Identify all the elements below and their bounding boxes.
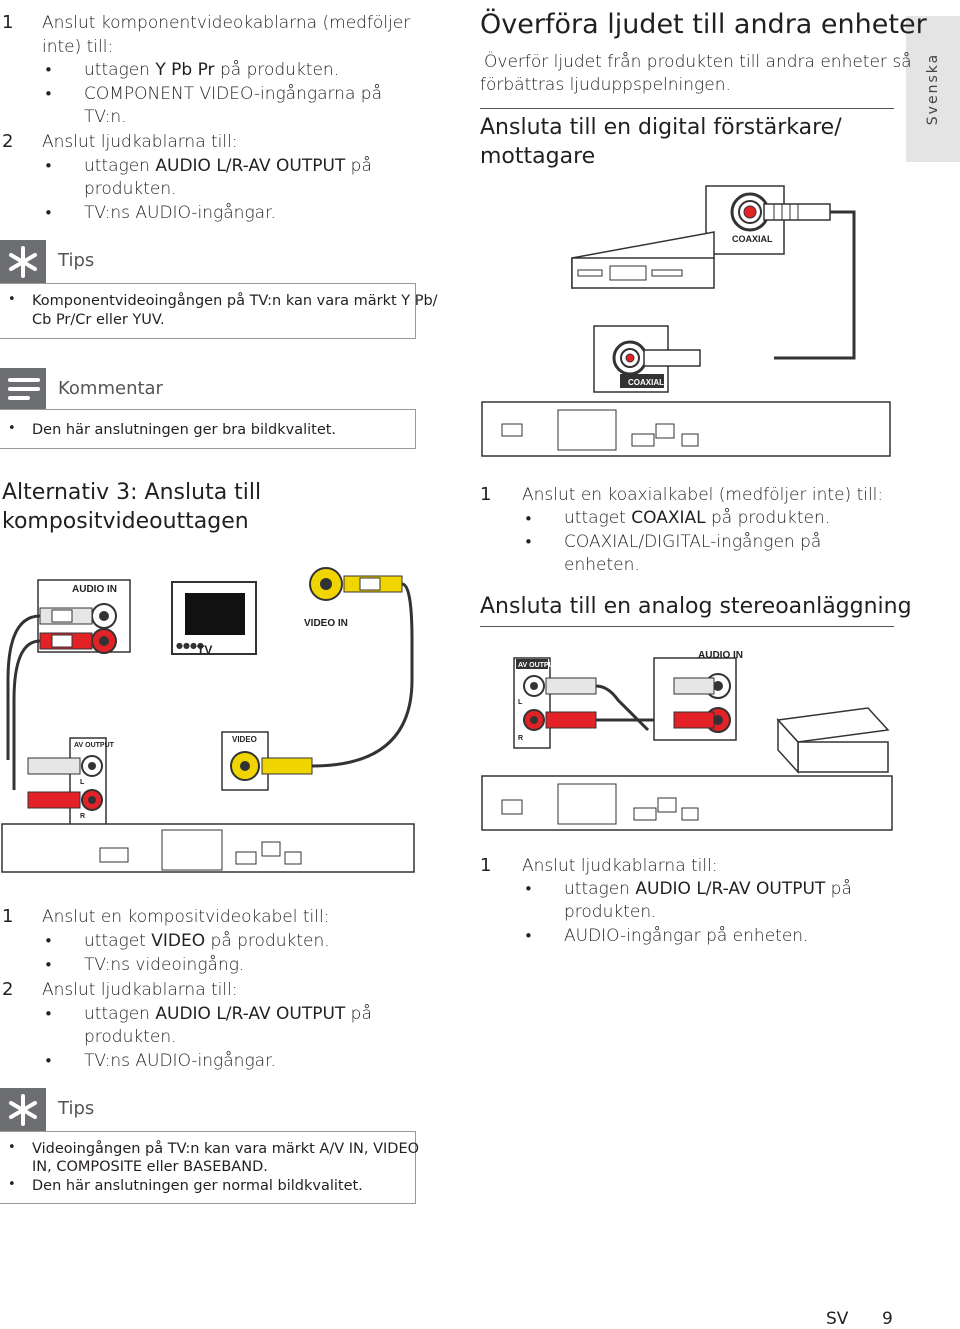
svg-text:L: L	[80, 779, 85, 786]
bullet-text: TV:ns AUDIO-ingångar.	[84, 203, 276, 223]
bullet-text-cont: produkten.	[84, 179, 177, 199]
page-number: 9	[882, 1309, 893, 1329]
bullet-text: uttaget COAXIAL på produkten.	[564, 508, 831, 528]
bullet: •	[44, 932, 53, 950]
language-tab-label: Svenska	[925, 52, 941, 126]
svg-text:AV OUTPUT: AV OUTPUT	[74, 742, 115, 749]
tips-line: IN, COMPOSITE eller BASEBAND.	[32, 1159, 268, 1175]
tips-icon	[0, 1088, 46, 1132]
section-heading-cont: kompositvideouttagen	[2, 509, 249, 534]
bullet: •	[44, 204, 53, 222]
step-text-cont: inte) till:	[42, 37, 114, 57]
note-icon	[0, 368, 46, 410]
bullet: •	[524, 880, 533, 898]
tv-label: TV	[197, 643, 212, 657]
step-number: 1	[480, 484, 492, 505]
bullet-text: uttaget VIDEO på produkten.	[84, 931, 330, 951]
svg-text:COAXIAL: COAXIAL	[628, 378, 664, 387]
svg-text:AV OUTPUT: AV OUTPUT	[518, 662, 559, 669]
subheading: Ansluta till en analog stereoanläggning	[480, 594, 912, 619]
svg-text:AUDIO IN: AUDIO IN	[698, 650, 743, 661]
step-number: 2	[2, 979, 14, 1000]
bullet: •	[44, 956, 53, 974]
player-back-panel	[481, 775, 893, 831]
step-text: Anslut ljudkablarna till:	[42, 980, 238, 1000]
tips-line: Videoingången på TV:n kan vara märkt A/V…	[32, 1141, 420, 1157]
bullet: •	[8, 1140, 16, 1155]
step-text: Anslut ljudkablarna till:	[42, 132, 238, 152]
note-title: Kommentar	[58, 378, 163, 399]
step-number: 1	[2, 12, 14, 33]
step-number: 1	[2, 906, 14, 927]
amplifier-icon	[571, 257, 715, 289]
tips-line: Cb Pr/Cr eller YUV.	[32, 312, 165, 328]
step-number: 1	[480, 855, 492, 876]
svg-text:L: L	[518, 699, 523, 706]
svg-text:R: R	[518, 735, 523, 742]
composite-connection-diagram: AUDIO IN ●●●● TV VIDEO IN AV OUTPUT L R …	[1, 567, 415, 873]
analog-connection-diagram: AV OUTPUT L R AUDIO IN	[481, 650, 893, 831]
bullet: •	[44, 157, 53, 175]
step-text: Anslut ljudkablarna till:	[522, 856, 718, 876]
bullet-text: TV:ns AUDIO-ingångar.	[84, 1051, 276, 1071]
bullet-text: TV:ns videoingång.	[84, 955, 245, 975]
video-in-label: VIDEO IN	[304, 618, 348, 629]
bullet: •	[44, 61, 53, 79]
bullet: •	[44, 85, 53, 103]
note-line: Den här anslutningen ger bra bildkvalite…	[32, 422, 337, 438]
bullet: •	[8, 1177, 16, 1192]
bullet-text: uttagen AUDIO L/R-AV OUTPUT på	[84, 156, 372, 176]
svg-text:●●●●: ●●●●	[176, 641, 204, 650]
bullet: •	[524, 927, 533, 945]
bullet-text: uttagen Y Pb Pr på produkten.	[84, 60, 340, 80]
tips-title: Tips	[58, 250, 95, 271]
bullet: •	[524, 510, 533, 528]
language-tab: Svenska	[906, 16, 960, 162]
divider	[480, 626, 894, 627]
bullet-text-cont: produkten.	[564, 902, 657, 922]
player-back-panel	[1, 823, 415, 873]
audio-in-label: AUDIO IN	[72, 584, 117, 595]
svg-text:COAXIAL: COAXIAL	[732, 234, 773, 244]
bullet-text: uttagen AUDIO L/R-AV OUTPUT på	[84, 1004, 372, 1024]
intro-text-cont: förbättras ljuduppspelningen.	[480, 75, 731, 95]
step-number: 2	[2, 131, 14, 152]
bullet: •	[524, 533, 533, 551]
bullet-text-cont: TV:n.	[84, 107, 127, 127]
tips-icon	[0, 240, 46, 284]
footer-lang: SV	[826, 1309, 849, 1329]
subheading: Ansluta till en digital förstärkare/	[480, 115, 842, 140]
bullet-text-cont: enheten.	[564, 555, 640, 575]
bullet-text: COMPONENT VIDEO-ingångarna på	[84, 84, 382, 104]
page-title: Överföra ljudet till andra enheter	[480, 9, 927, 40]
bullet: •	[44, 1052, 53, 1070]
svg-text:VIDEO: VIDEO	[232, 735, 257, 744]
tips-line: Komponentvideoingången på TV:n kan vara …	[32, 293, 438, 309]
stereo-icon	[797, 741, 889, 773]
step-text: Anslut komponentvideokablarna (medföljer	[42, 13, 411, 33]
coaxial-connection-diagram: COAXIAL COAXIAL	[481, 185, 891, 457]
section-heading: Alternativ 3: Ansluta till	[2, 480, 262, 505]
bullet: •	[44, 1005, 53, 1023]
subheading-cont: mottagare	[480, 144, 596, 169]
tips-title: Tips	[58, 1098, 95, 1119]
svg-text:R: R	[80, 813, 85, 820]
tips-line: Den här anslutningen ger normal bildkval…	[32, 1178, 363, 1194]
bullet-text: COAXIAL/DIGITAL-ingången på	[564, 532, 822, 552]
divider	[480, 108, 894, 109]
bullet-text: uttagen AUDIO L/R-AV OUTPUT på	[564, 879, 852, 899]
bullet-text: AUDIO-ingångar på enheten.	[564, 926, 809, 946]
bullet: •	[8, 292, 16, 307]
bullet: •	[8, 421, 16, 436]
step-text: Anslut en kompositvideokabel till:	[42, 907, 330, 927]
intro-text: Överför ljudet från produkten till andra…	[484, 52, 912, 72]
player-back-panel	[481, 401, 891, 457]
step-text: Anslut en koaxialkabel (medföljer inte) …	[522, 485, 884, 505]
bullet-text-cont: produkten.	[84, 1027, 177, 1047]
